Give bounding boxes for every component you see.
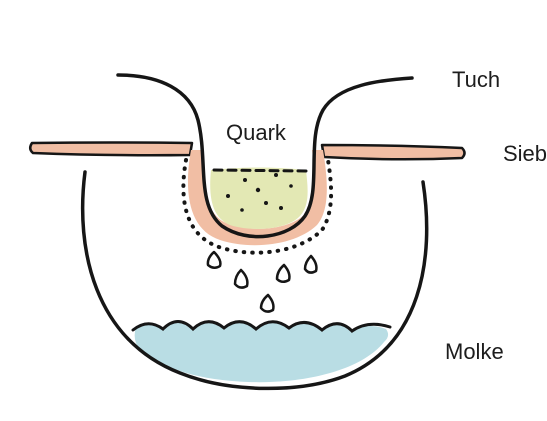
whey-drops [208, 252, 317, 312]
drop-5 [261, 295, 273, 312]
label-whey: Molke [445, 341, 504, 363]
drop-2 [235, 270, 247, 288]
drop-4 [305, 256, 316, 273]
drop-3 [277, 265, 289, 282]
curd-mass [210, 168, 307, 229]
label-curd: Quark [226, 122, 286, 144]
label-cloth: Tuch [452, 69, 500, 91]
sieve-right-rim [322, 145, 465, 159]
sieve-left-rim [30, 143, 192, 156]
drop-1 [208, 252, 221, 268]
label-sieve: Sieb [503, 143, 547, 165]
curd-top-dashes [214, 170, 306, 171]
